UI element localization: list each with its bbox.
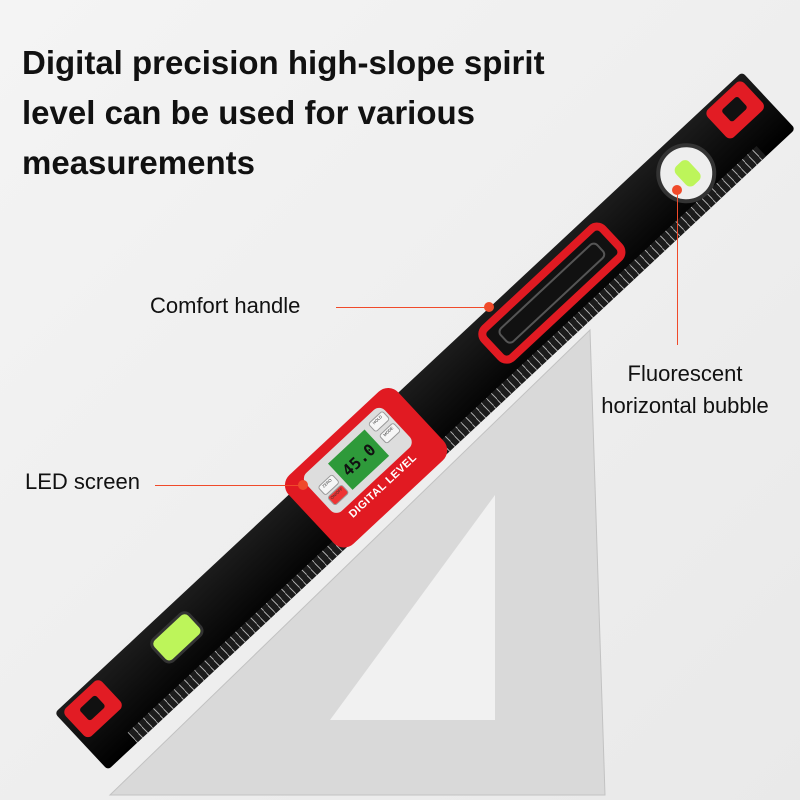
callout-bubble: Fluorescent horizontal bubble xyxy=(580,358,790,422)
callout-bubble-line1: Fluorescent xyxy=(627,361,743,386)
callout-bubble-line2: horizontal bubble xyxy=(601,393,769,418)
headline: Digital precision high-slope spirit leve… xyxy=(22,44,545,181)
callout-dot-screen xyxy=(298,480,308,490)
callout-dot-bubble xyxy=(672,185,682,195)
callout-line-screen xyxy=(155,485,300,486)
callout-screen: LED screen xyxy=(25,469,140,494)
callout-line-bubble xyxy=(677,190,678,345)
callout-line-handle xyxy=(336,307,488,308)
callout-dot-handle xyxy=(484,302,494,312)
callout-handle: Comfort handle xyxy=(150,293,301,318)
